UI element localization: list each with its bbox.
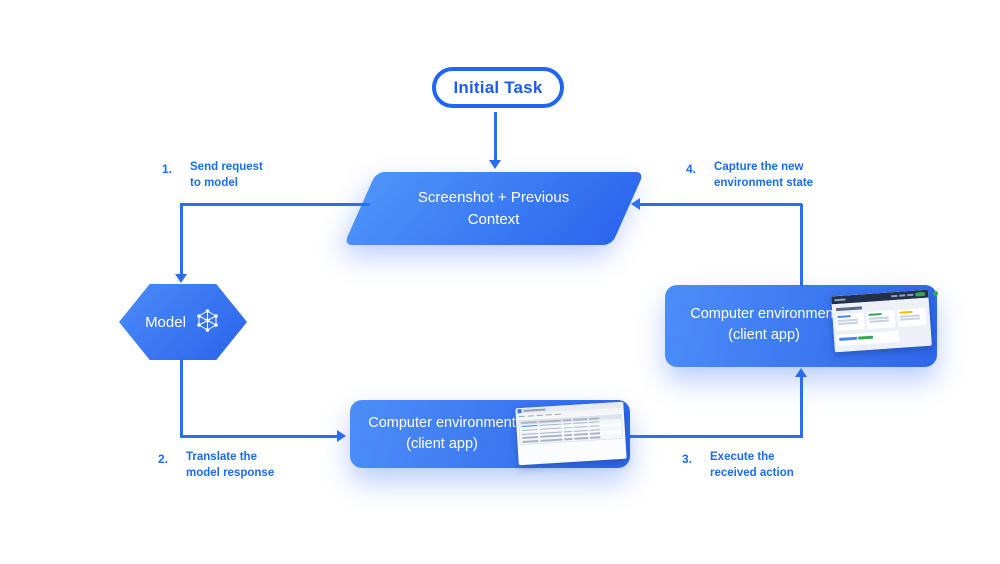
step-1-label: 1. Send request to model	[162, 161, 263, 189]
browser-app-screenshot	[831, 289, 932, 353]
connector-model-to-env-h	[180, 435, 340, 438]
arrowhead-left-context	[631, 198, 640, 210]
screenshot-context-node: Screenshot + Previous Context	[343, 172, 645, 245]
computer-environment-bottom: Computer environment (client app)	[350, 400, 630, 468]
connector-model-to-env-v	[180, 358, 183, 438]
mini-green-button	[915, 291, 926, 297]
step-2-label: 2. Translate the model response	[158, 451, 275, 479]
computer-environment-right: Computer environment (client app)	[665, 285, 938, 367]
connector-env-to-env-h	[630, 435, 802, 438]
connector-env-to-context-v	[800, 204, 803, 286]
env-bottom-label: Computer environment (client app)	[368, 415, 516, 453]
screenshot-context-label: Screenshot + Previous Context	[418, 188, 570, 228]
env-right-label: Computer environment (client app)	[690, 306, 838, 344]
neural-network-icon	[194, 307, 221, 338]
step-4-label: 4. Capture the new environment state	[686, 161, 814, 189]
connector-context-to-model-v	[180, 203, 183, 277]
connector-context-to-model-h	[180, 203, 370, 206]
initial-task-label: Initial Task	[453, 77, 543, 97]
arrowhead-up-env	[795, 368, 807, 377]
initial-task-node: Initial Task	[432, 67, 564, 108]
connector-env-to-env-v	[800, 375, 803, 438]
arrowhead-down-context	[489, 160, 501, 169]
arrowhead-down-model	[175, 274, 187, 283]
mini-data-table	[518, 413, 624, 445]
model-label: Model	[145, 313, 186, 331]
step-3-label: 3. Execute the received action	[682, 451, 794, 479]
model-node: Model	[119, 284, 247, 360]
connector-env-to-context-h	[640, 203, 802, 206]
desktop-app-screenshot	[515, 401, 627, 466]
mini-browser-body	[831, 297, 932, 353]
status-green-dot	[933, 291, 938, 296]
arrowhead-right-env	[337, 430, 346, 442]
connector-task-to-context	[494, 112, 497, 162]
mini-app-icon	[517, 409, 522, 413]
